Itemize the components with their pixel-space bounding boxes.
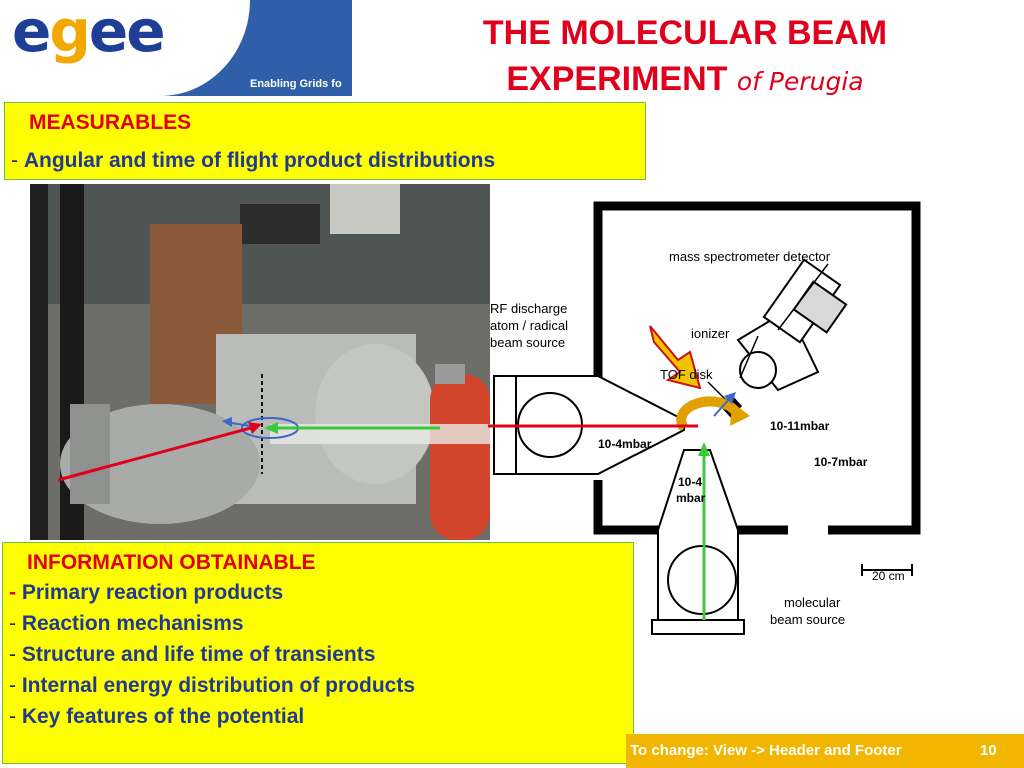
label-rf-1: RF discharge [490, 301, 567, 316]
bullet-dash: - [9, 612, 22, 635]
label-pressure-1: 10-4mbar [598, 437, 652, 451]
bullet-dash: - [9, 705, 22, 728]
page-number: 10 [980, 742, 997, 759]
title-main: EXPERIMENT [506, 60, 728, 98]
bullet-dash: - [9, 674, 22, 697]
measurables-box: MEASURABLES - Angular and time of flight… [4, 102, 646, 180]
slide-footer: To change: View -> Header and Footer 10 [626, 734, 1024, 768]
egee-logo: egee Enabling Grids fo [0, 0, 352, 96]
label-scale: 20 cm [872, 569, 905, 583]
measurables-item-text: Angular and time of flight product distr… [23, 149, 496, 172]
information-item: - Key features of the potential [9, 705, 304, 729]
label-pressure-4a: 10-4 [678, 475, 702, 489]
title-line-1: THE MOLECULAR BEAM [482, 14, 888, 52]
logo-tagline: Enabling Grids fo [250, 78, 342, 90]
bullet-dash: - [9, 581, 22, 604]
measurables-heading: MEASURABLES [29, 111, 192, 134]
title-line-2: EXPERIMENT of Perugia [400, 56, 970, 105]
logo-background: egee [0, 0, 250, 96]
label-pressure-2: 10-11mbar [770, 419, 830, 433]
label-detector: mass spectrometer detector [669, 249, 831, 264]
label-rf-3: beam source [490, 335, 565, 350]
information-item-text: Internal energy distribution of products [21, 674, 416, 697]
apparatus-schematic: mass spectrometer detector RF discharge … [488, 201, 921, 635]
logo-wordmark: egee [12, 0, 166, 65]
information-item: - Structure and life time of transients [9, 643, 375, 667]
information-item-text: Key features of the potential [21, 705, 305, 728]
information-item-text: Structure and life time of transients [21, 643, 376, 666]
label-ionizer: ionizer [691, 326, 730, 341]
information-item-text: Primary reaction products [21, 581, 284, 604]
label-source-2: beam source [770, 612, 845, 627]
information-item: - Reaction mechanisms [9, 612, 244, 636]
information-item: - Primary reaction products [9, 581, 283, 605]
bullet-dash: - [9, 643, 22, 666]
label-rf-2: atom / radical [490, 318, 568, 333]
measurables-item: - Angular and time of flight product dis… [11, 149, 495, 173]
title-subtitle: of Perugia [736, 67, 864, 96]
information-item: - Internal energy distribution of produc… [9, 674, 415, 698]
apparatus-photo [30, 184, 490, 540]
label-source-1: molecular [784, 595, 841, 610]
label-tof: TOF disk [660, 367, 713, 382]
footer-text: To change: View -> Header and Footer [630, 742, 902, 759]
label-pressure-3: 10-7mbar [814, 455, 868, 469]
bullet-dash: - [11, 149, 24, 172]
information-item-text: Reaction mechanisms [21, 612, 244, 635]
information-heading: INFORMATION OBTAINABLE [27, 551, 316, 574]
information-box: INFORMATION OBTAINABLE - Primary reactio… [2, 542, 634, 764]
label-pressure-4b: mbar [676, 491, 706, 505]
slide-title: THE MOLECULAR BEAM EXPERIMENT of Perugia [400, 10, 970, 105]
